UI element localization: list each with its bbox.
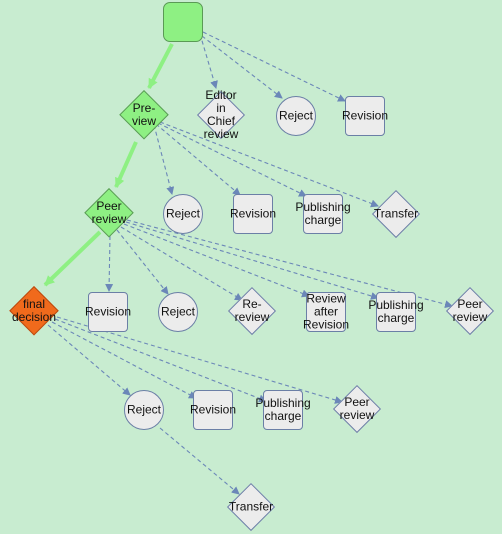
dashed-edge bbox=[159, 427, 240, 495]
revision-node-3[interactable]: Revision bbox=[85, 292, 131, 332]
peer-review-node-1[interactable]: Peer review bbox=[84, 188, 134, 238]
dashed-edge bbox=[47, 324, 131, 396]
dashed-edge bbox=[120, 226, 243, 301]
dashed-edge bbox=[155, 123, 241, 196]
dashed-edge bbox=[159, 121, 379, 208]
start-node[interactable] bbox=[163, 2, 203, 42]
final-decision-node[interactable]: final decision bbox=[9, 286, 59, 336]
dashed-edge bbox=[54, 318, 267, 403]
dashed-edge bbox=[105, 235, 114, 292]
reject-node-2[interactable]: Reject bbox=[163, 194, 203, 234]
dashed-edge bbox=[123, 223, 310, 298]
dashed-edge bbox=[125, 221, 379, 300]
dashed-edge bbox=[153, 124, 175, 195]
transfer-node-1[interactable]: Transfer bbox=[372, 190, 420, 238]
reject-node-3[interactable]: Reject bbox=[158, 292, 198, 332]
dashed-edge bbox=[126, 219, 453, 309]
revision-node-4[interactable]: Revision bbox=[190, 390, 236, 430]
pre-view-node[interactable]: Pre-view bbox=[119, 90, 169, 140]
dashed-edge bbox=[199, 33, 218, 89]
main-flow-edge bbox=[43, 230, 102, 287]
publishing-charge-node-2[interactable]: Publishing charge bbox=[368, 292, 424, 332]
peer-review-node-3[interactable]: Peer review bbox=[333, 385, 381, 433]
revision-node-1[interactable]: Revision bbox=[342, 96, 388, 136]
reject-node-4[interactable]: Reject bbox=[124, 390, 164, 430]
main-flow-edge bbox=[147, 43, 174, 89]
peer-review-node-2[interactable]: Peer review bbox=[446, 287, 494, 335]
editor-in-chief-review-node[interactable]: Editor in Chief review bbox=[197, 89, 245, 141]
reject-node-1[interactable]: Reject bbox=[276, 96, 316, 136]
main-flow-edge bbox=[114, 141, 138, 188]
review-after-revision-node[interactable]: Review after Revision bbox=[302, 291, 350, 332]
dashed-edge bbox=[201, 35, 283, 99]
publishing-charge-node-3[interactable]: Publishing charge bbox=[255, 390, 311, 430]
transfer-node-2[interactable]: Transfer bbox=[227, 483, 275, 531]
re-review-node[interactable]: Re-review bbox=[228, 287, 276, 335]
dashed-edge bbox=[51, 321, 197, 399]
publishing-charge-node-1[interactable]: Publishing charge bbox=[295, 194, 351, 234]
dashed-edge bbox=[202, 31, 346, 102]
revision-node-2[interactable]: Revision bbox=[230, 194, 276, 234]
